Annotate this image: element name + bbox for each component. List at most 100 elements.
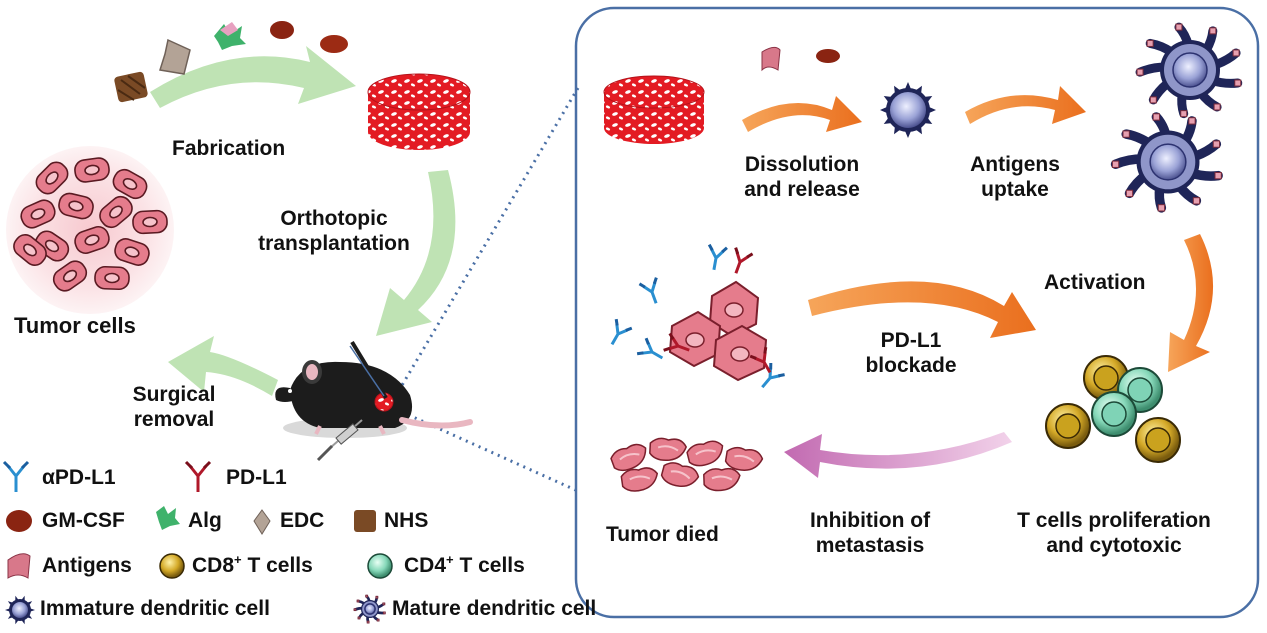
legend-alg-icon [156, 506, 180, 530]
zoom-line-top [396, 87, 580, 393]
label-inhibition-metastasis: Inhibition of metastasis [790, 508, 950, 558]
dead-tumor-cell [686, 440, 724, 467]
label-inhibition-line1: Inhibition of [809, 509, 931, 532]
activation-arrow [1168, 234, 1214, 372]
release-arrow [742, 96, 862, 132]
label-dissolution-line2: and release [744, 178, 860, 201]
legend-cd4-suffix: T cells [453, 554, 525, 577]
label-tcells-proliferation: T cells proliferation and cytotoxic [986, 508, 1242, 558]
tumor-cell [99, 195, 133, 229]
legend-antigens-icon [7, 553, 31, 579]
released-gmcsf [816, 49, 840, 63]
dead-tumor-cell [703, 467, 741, 492]
legend-mature-dc-label: Mature dendritic cell [392, 597, 597, 620]
transplantation-arrow [376, 170, 456, 336]
blockade-arrow [808, 281, 1036, 338]
label-antigens-line1: Antigens [970, 153, 1060, 176]
legend-alg-label: Alg [188, 509, 222, 532]
label-tumor-cells: Tumor cells [14, 313, 136, 338]
uptake-arrow [965, 86, 1086, 124]
legend-mature-dc-icon [353, 594, 386, 624]
label-antigens-uptake: Antigens uptake [956, 152, 1074, 202]
legend-icons [2, 460, 393, 625]
label-tcells-line1: T cells proliferation [1017, 509, 1211, 532]
dead-tumor-cell [660, 462, 700, 488]
legend-apdl1-icon [2, 460, 30, 492]
legend-nhs-label: NHS [384, 509, 429, 532]
label-orthotopic-transplantation: Orthotopic transplantation [244, 206, 424, 256]
legend-cd4-name: CD4 [404, 554, 447, 577]
gmcsf-particle-1 [270, 21, 294, 39]
antibody [707, 243, 728, 271]
tumor-cell [114, 238, 150, 266]
label-activation: Activation [1044, 271, 1146, 294]
antibody [749, 346, 772, 374]
raw-materials [114, 21, 348, 103]
syringe [316, 419, 363, 462]
released-antigen [761, 46, 781, 72]
legend-antigens-label: Antigens [42, 554, 132, 577]
gmcsf-particle-2 [320, 35, 348, 53]
legend-edc-label: EDC [280, 509, 325, 532]
legend-nhs-icon [354, 510, 376, 532]
tumor-cell [112, 168, 148, 200]
tumor-pdl1-complex [610, 243, 785, 389]
dead-tumor-cell [610, 443, 647, 472]
label-inhibition-line2: metastasis [815, 534, 925, 557]
antibody [636, 337, 664, 360]
legend-gmcsf-icon [6, 510, 32, 532]
label-pdl1-line1: PD-L1 [880, 329, 942, 352]
fabrication-arrow [150, 46, 356, 108]
removal-arrow [168, 336, 278, 396]
immature-dendritic-cell [880, 82, 936, 138]
tumor-cell [94, 265, 130, 291]
label-orthotopic-line2: transplantation [258, 232, 410, 255]
label-surgical-line1: Surgical [132, 383, 216, 406]
label-pdl1-line2: blockade [865, 354, 957, 377]
legend-immature-dc-icon [5, 595, 35, 625]
antibody [638, 277, 658, 304]
inhibition-arrow [784, 432, 1012, 478]
legend-cd4-plus: + [446, 552, 454, 567]
label-tumor-died: Tumor died [606, 523, 719, 546]
legend-pdl1-label: PD-L1 [226, 466, 287, 489]
legend-cd8-icon [159, 553, 185, 579]
legend-apdl1-label: αPD-L1 [42, 466, 116, 489]
tumor-cell [20, 199, 56, 229]
tumor-cell [74, 225, 110, 255]
mature-dendritic-cells [1110, 22, 1243, 213]
label-surgical-line2: removal [133, 408, 215, 431]
dead-tumor-cell [620, 467, 659, 492]
label-dissolution-release: Dissolution and release [722, 152, 882, 202]
tumor-cell [58, 192, 94, 220]
legend-edc-icon [253, 509, 271, 535]
legend-cd8-name: CD8 [192, 554, 235, 577]
label-antigens-line2: uptake [981, 178, 1049, 201]
tumor-cell [52, 260, 88, 292]
edc-particle [159, 38, 191, 75]
legend-cd4-icon [367, 553, 393, 579]
legend-cd8-label: CD8+ T cells [192, 552, 313, 578]
tumor-cells-cluster [6, 146, 174, 314]
tumor-cell [13, 234, 47, 266]
label-tcells-line2: and cytotoxic [1046, 534, 1182, 557]
legend-cd8-suffix: T cells [241, 554, 313, 577]
legend-immature-dc-label: Immature dendritic cell [40, 597, 270, 620]
label-fabrication: Fabrication [172, 137, 286, 160]
legend-pdl1-icon [184, 460, 212, 492]
t-cells-cluster [1045, 355, 1181, 463]
legend-gmcsf-label: GM-CSF [42, 509, 125, 532]
mouse [275, 340, 473, 462]
dead-tumor-cell [649, 437, 688, 462]
antibody [663, 332, 690, 352]
tumor-cell [35, 161, 69, 195]
dead-tumor-cells [610, 437, 764, 492]
antibody [734, 247, 754, 274]
legend-cd8-plus: + [234, 552, 242, 567]
zoom-line-bottom [401, 410, 581, 494]
label-orthotopic-line1: Orthotopic [280, 207, 388, 230]
scaffold-panel [603, 75, 705, 144]
label-surgical-removal: Surgical removal [114, 382, 234, 432]
label-pdl1-blockade: PD-L1 blockade [856, 328, 966, 378]
